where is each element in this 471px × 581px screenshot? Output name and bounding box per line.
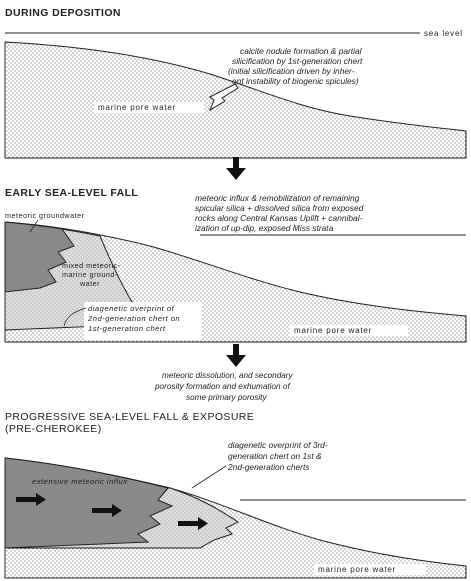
hollow-arrow-icon — [208, 83, 239, 112]
panel-progressive-fall: PROGRESSIVE SEA-LEVEL FALL & EXPOSURE (P… — [4, 411, 467, 579]
deposition-note-line-3: (initial silicification driven by inher- — [228, 66, 355, 76]
deposition-note-line-1: calcite nodule formation & partial — [240, 46, 363, 56]
pore-water-label-2: marine pore water — [294, 326, 372, 335]
mixed-label-line-3: water — [79, 279, 100, 288]
overprint2-leader — [63, 307, 87, 327]
overprint2-line-1: diagenetic overprint of — [88, 304, 175, 313]
pore-water-label-3: marine pore water — [318, 565, 396, 574]
overprint2-line-3: 1st-generation chert — [88, 324, 166, 333]
panel-early-sea-level-fall: EARLY SEA-LEVEL FALL meteoric influx & r… — [4, 187, 467, 343]
panel-title-deposition: DURING DEPOSITION — [5, 7, 121, 19]
groundwater-label: meteoric groundwater — [5, 211, 85, 220]
panel-during-deposition: DURING DEPOSITION sea level calcite nodu… — [4, 7, 467, 159]
influx-label: extensive meteoric influx — [32, 477, 128, 486]
transition-note-line-2: porosity formation and exhumation of — [154, 382, 290, 391]
overprint-label-bg-2 — [84, 302, 202, 340]
down-arrow-icon-2 — [226, 344, 246, 367]
overprint3-line-2: generation chert on 1st & — [228, 451, 322, 461]
flow-arrow-icon-1 — [16, 493, 46, 506]
overprint3-line-1: diagenetic overprint of 3rd- — [228, 440, 328, 450]
overprint3-line-3: 2nd-generation cherts — [227, 462, 310, 472]
transition-note-line-1: meteoric dissolution, and secondary — [162, 371, 294, 380]
flow-arrow-icon-3 — [178, 517, 208, 530]
transition-note-line-3: some primary porosity — [186, 393, 267, 402]
flow-arrow-icon-2 — [92, 504, 122, 517]
down-arrow-icon-1 — [226, 157, 246, 180]
overprint3-leader — [191, 465, 227, 489]
meteoric-influx-zone — [4, 457, 174, 549]
overprint2-line-2: 2nd-generation chert on — [87, 314, 180, 323]
early-fall-note-line-3: rocks along Central Kansas Uplift + cann… — [195, 213, 363, 223]
panel-title-early-fall: EARLY SEA-LEVEL FALL — [5, 187, 138, 199]
sediment-wedge-deposition — [4, 41, 467, 159]
early-fall-note-line-2: spicular silica + dissolved silica from … — [195, 203, 364, 213]
deposition-note-line-2: silicification by 1st-generation chert — [232, 56, 363, 66]
pore-water-label-bg-1 — [94, 102, 204, 113]
mixed-label-line-2: marine ground- — [62, 270, 118, 279]
early-fall-note-line-4: ization of up-dip, exposed Miss strata — [195, 223, 334, 233]
panel-title-progressive-line-2: (PRE-CHEROKEE) — [5, 423, 102, 435]
pore-water-label-bg-3 — [314, 564, 426, 575]
sea-level-label: sea level — [424, 29, 463, 38]
pore-water-label-bg-2 — [290, 325, 408, 336]
meteoric-groundwater-zone — [4, 221, 75, 293]
panel-title-progressive-line-1: PROGRESSIVE SEA-LEVEL FALL & EXPOSURE — [5, 411, 254, 423]
early-fall-note-line-1: meteoric influx & remobilization of rema… — [195, 193, 360, 203]
mixed-label-line-1: mixed meteoric- — [62, 261, 121, 270]
groundwater-leader — [29, 219, 39, 233]
pore-water-label-1: marine pore water — [98, 103, 176, 112]
deposition-note-line-4: ent instability of biogenic spicules) — [232, 76, 359, 86]
